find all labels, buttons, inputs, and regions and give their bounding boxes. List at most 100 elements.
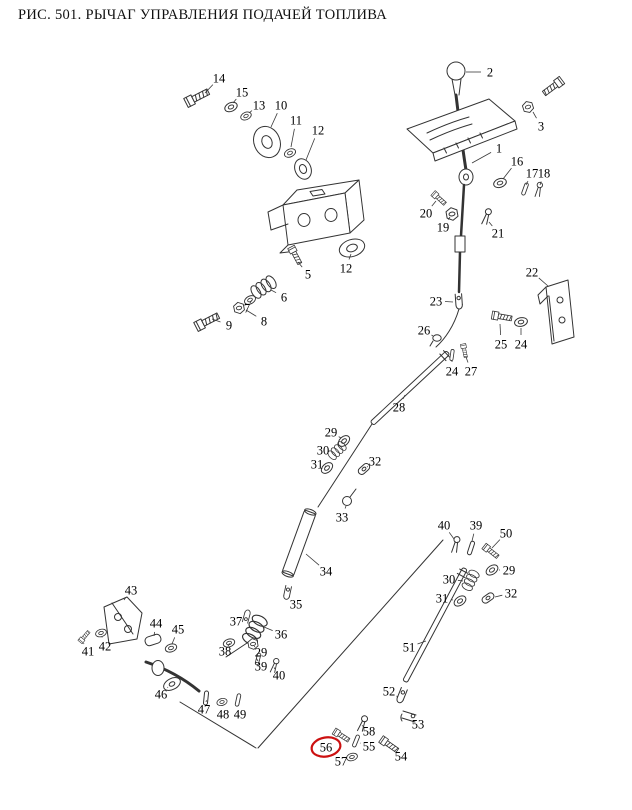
- leader-line: [444, 301, 454, 303]
- assembly-line-right: [257, 539, 444, 749]
- leader-line: [402, 394, 406, 400]
- part-57-washer: [345, 751, 359, 763]
- part-27-bolt: [460, 343, 469, 359]
- leader-line: [366, 466, 369, 468]
- part-19-nut: [444, 206, 460, 222]
- part-44-bushing: [144, 633, 162, 647]
- part-42-washer: [94, 627, 108, 639]
- leader-line: [263, 626, 273, 631]
- main-bracket: [267, 179, 365, 254]
- link-rod: [454, 183, 466, 294]
- leader-line: [204, 84, 214, 94]
- leader-line: [270, 289, 277, 294]
- leader-line: [457, 579, 464, 582]
- part-number-label: 51: [403, 641, 416, 655]
- part-number-label: 23: [430, 295, 443, 309]
- part-number-label: 33: [336, 511, 349, 525]
- part-number-label: 40: [438, 519, 451, 533]
- leader-line: [431, 334, 434, 337]
- bracket-43: [103, 596, 143, 645]
- leader-line: [256, 658, 259, 662]
- leader-line: [248, 110, 253, 114]
- part-number-label: 31: [311, 458, 324, 472]
- part-18-cotter-pin: [534, 181, 544, 198]
- quadrant-plate: [406, 98, 518, 162]
- rod-28: [370, 350, 451, 425]
- part-39-pin: [466, 540, 476, 556]
- leader-line: [211, 318, 221, 323]
- leader-line: [448, 532, 455, 540]
- part-number-label: 49: [234, 708, 247, 722]
- part-24-pin-mid: [449, 348, 455, 362]
- part-15-washer: [222, 99, 240, 115]
- part-number-label: 20: [420, 207, 433, 221]
- part-number-label: 9: [226, 319, 232, 333]
- bracket-22: [537, 279, 575, 345]
- part-number-label: 39: [470, 519, 483, 533]
- part-number-label: 10: [275, 99, 288, 113]
- part-52-clevis: [395, 686, 408, 705]
- leader-line: [245, 309, 257, 317]
- cylinder-34: [281, 508, 317, 578]
- part-11-washer: [282, 146, 298, 160]
- part-number-label: 1: [496, 142, 502, 156]
- leader-line: [167, 686, 169, 688]
- part-number-label: 30: [317, 444, 330, 458]
- part-26-clamp: [429, 334, 442, 347]
- leader-line: [488, 221, 493, 227]
- part-number-label: 16: [511, 155, 524, 169]
- part-number-label: 28: [393, 401, 406, 415]
- part-32-clip-right: [480, 590, 496, 606]
- part-21-cotter-pin: [480, 207, 493, 226]
- leader-line: [297, 261, 303, 268]
- part-41-bolt: [77, 629, 92, 645]
- part-number-label: 44: [150, 617, 163, 631]
- part-37-fork: [241, 608, 252, 624]
- part-24-washer: [513, 315, 529, 329]
- part-12-washer-lower: [338, 238, 366, 258]
- leader-line: [502, 167, 512, 180]
- part-number-label: 13: [253, 99, 266, 113]
- part-number-label: 36: [275, 628, 288, 642]
- part-49-pin: [234, 693, 242, 707]
- leader-line: [539, 181, 542, 186]
- part-number-label: 7: [244, 302, 250, 316]
- leader-line: [344, 505, 347, 509]
- leader-line: [153, 631, 155, 637]
- part-12-ring: [294, 158, 312, 180]
- part-number-label: 27: [465, 365, 478, 379]
- part-number-label: 32: [505, 587, 518, 601]
- part-number-label: 24: [446, 365, 459, 379]
- part-number-label: 50: [500, 527, 513, 541]
- assembly-line-left: [179, 701, 257, 749]
- part-number-label: 38: [219, 645, 232, 659]
- leader-line: [290, 128, 295, 148]
- part-number-label: 34: [320, 565, 333, 579]
- part-number-label: 48: [217, 708, 230, 722]
- leader-line: [232, 98, 237, 104]
- part-16-washer: [491, 176, 509, 190]
- part-17-pin: [520, 182, 530, 196]
- leader-line: [538, 277, 549, 287]
- leader-line: [171, 637, 176, 645]
- part-number-label: 42: [99, 640, 112, 654]
- part-number-label: 29: [503, 564, 516, 578]
- part-3-nut: [521, 99, 535, 115]
- part-number-label: 5: [305, 268, 311, 282]
- leader-line: [123, 597, 127, 601]
- leader-line: [491, 539, 501, 549]
- part-number-label: 37: [230, 615, 243, 629]
- leader-line: [471, 152, 492, 164]
- part-number-label: 29: [255, 646, 268, 660]
- part-23-clevis: [454, 293, 464, 310]
- leader-line: [525, 180, 529, 186]
- leader-line: [447, 216, 451, 220]
- part-number-label: 39: [255, 660, 268, 674]
- part-56-bolt: [331, 727, 352, 744]
- part-number-label: 31: [436, 592, 449, 606]
- leader-line: [83, 642, 85, 645]
- part-5-bolt: [287, 244, 304, 266]
- part-number-label: 45: [172, 623, 185, 637]
